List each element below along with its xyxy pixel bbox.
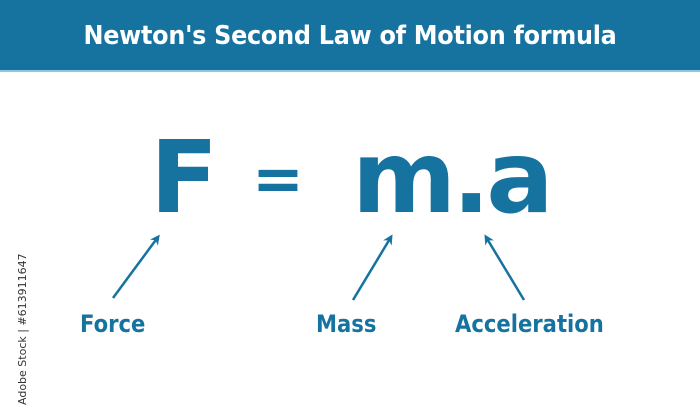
- mass-label: Mass: [316, 310, 377, 338]
- force-symbol: F: [150, 119, 219, 236]
- equals-sign: =: [252, 142, 304, 215]
- mass-acceleration-symbol: m.a: [352, 119, 554, 236]
- force-label: Force: [80, 310, 146, 338]
- force-arrow-icon: [111, 234, 160, 299]
- stock-credit: Adobe Stock | #613911647: [16, 253, 29, 405]
- mass-arrow-icon: [351, 234, 393, 301]
- title-banner: Newton's Second Law of Motion formula: [0, 0, 700, 72]
- acceleration-arrow-icon: [484, 234, 526, 301]
- page-title: Newton's Second Law of Motion formula: [83, 21, 617, 51]
- acceleration-label: Acceleration: [455, 310, 604, 338]
